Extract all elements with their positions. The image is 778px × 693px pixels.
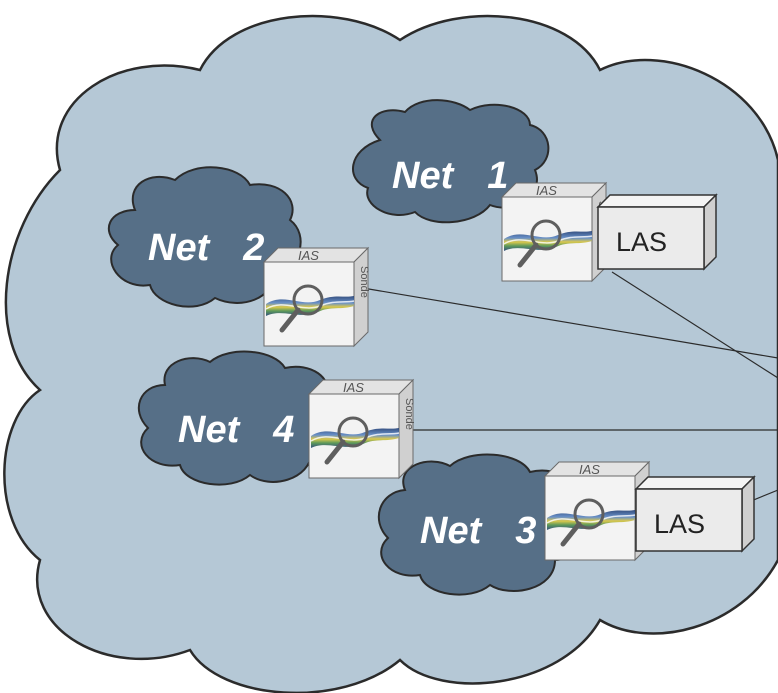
net-1-name: Net	[392, 155, 455, 197]
link-net1	[611, 271, 778, 379]
network-cloud-3: Net 3	[377, 453, 586, 596]
probe-net1-brand: IAS	[536, 183, 557, 198]
probe-net1: IAS Sonde	[502, 183, 608, 281]
probe-net2-brand: IAS	[298, 248, 319, 263]
net-3-number: 3	[515, 510, 536, 552]
net-2-name: Net	[148, 227, 211, 269]
las-appliance-top: LAS	[597, 194, 717, 270]
probe-net4-type: Sonde	[403, 398, 415, 430]
net-2-number: 2	[242, 227, 264, 269]
net-4-number: 4	[272, 409, 294, 451]
las-top-label: LAS	[616, 227, 667, 257]
net-3-name: Net	[420, 510, 483, 552]
probe-net4-brand: IAS	[343, 380, 364, 395]
probe-net4: IAS Sonde	[309, 380, 415, 478]
net-4-name: Net	[178, 409, 241, 451]
network-cloud-4: Net 4	[137, 350, 339, 486]
net-1-number: 1	[487, 155, 508, 197]
las-bottom-label: LAS	[654, 509, 705, 539]
las-appliance-bottom: LAS	[635, 476, 755, 552]
probe-net2: IAS Sonde	[264, 248, 370, 346]
link-net2	[356, 286, 778, 359]
probe-net2-type: Sonde	[358, 266, 370, 298]
network-cloud-2: Net 2	[107, 166, 302, 308]
network-cloud-1: Net 1	[352, 99, 550, 224]
probe-net3-brand: IAS	[579, 462, 600, 477]
probe-net3: IAS Sonde	[545, 462, 651, 560]
